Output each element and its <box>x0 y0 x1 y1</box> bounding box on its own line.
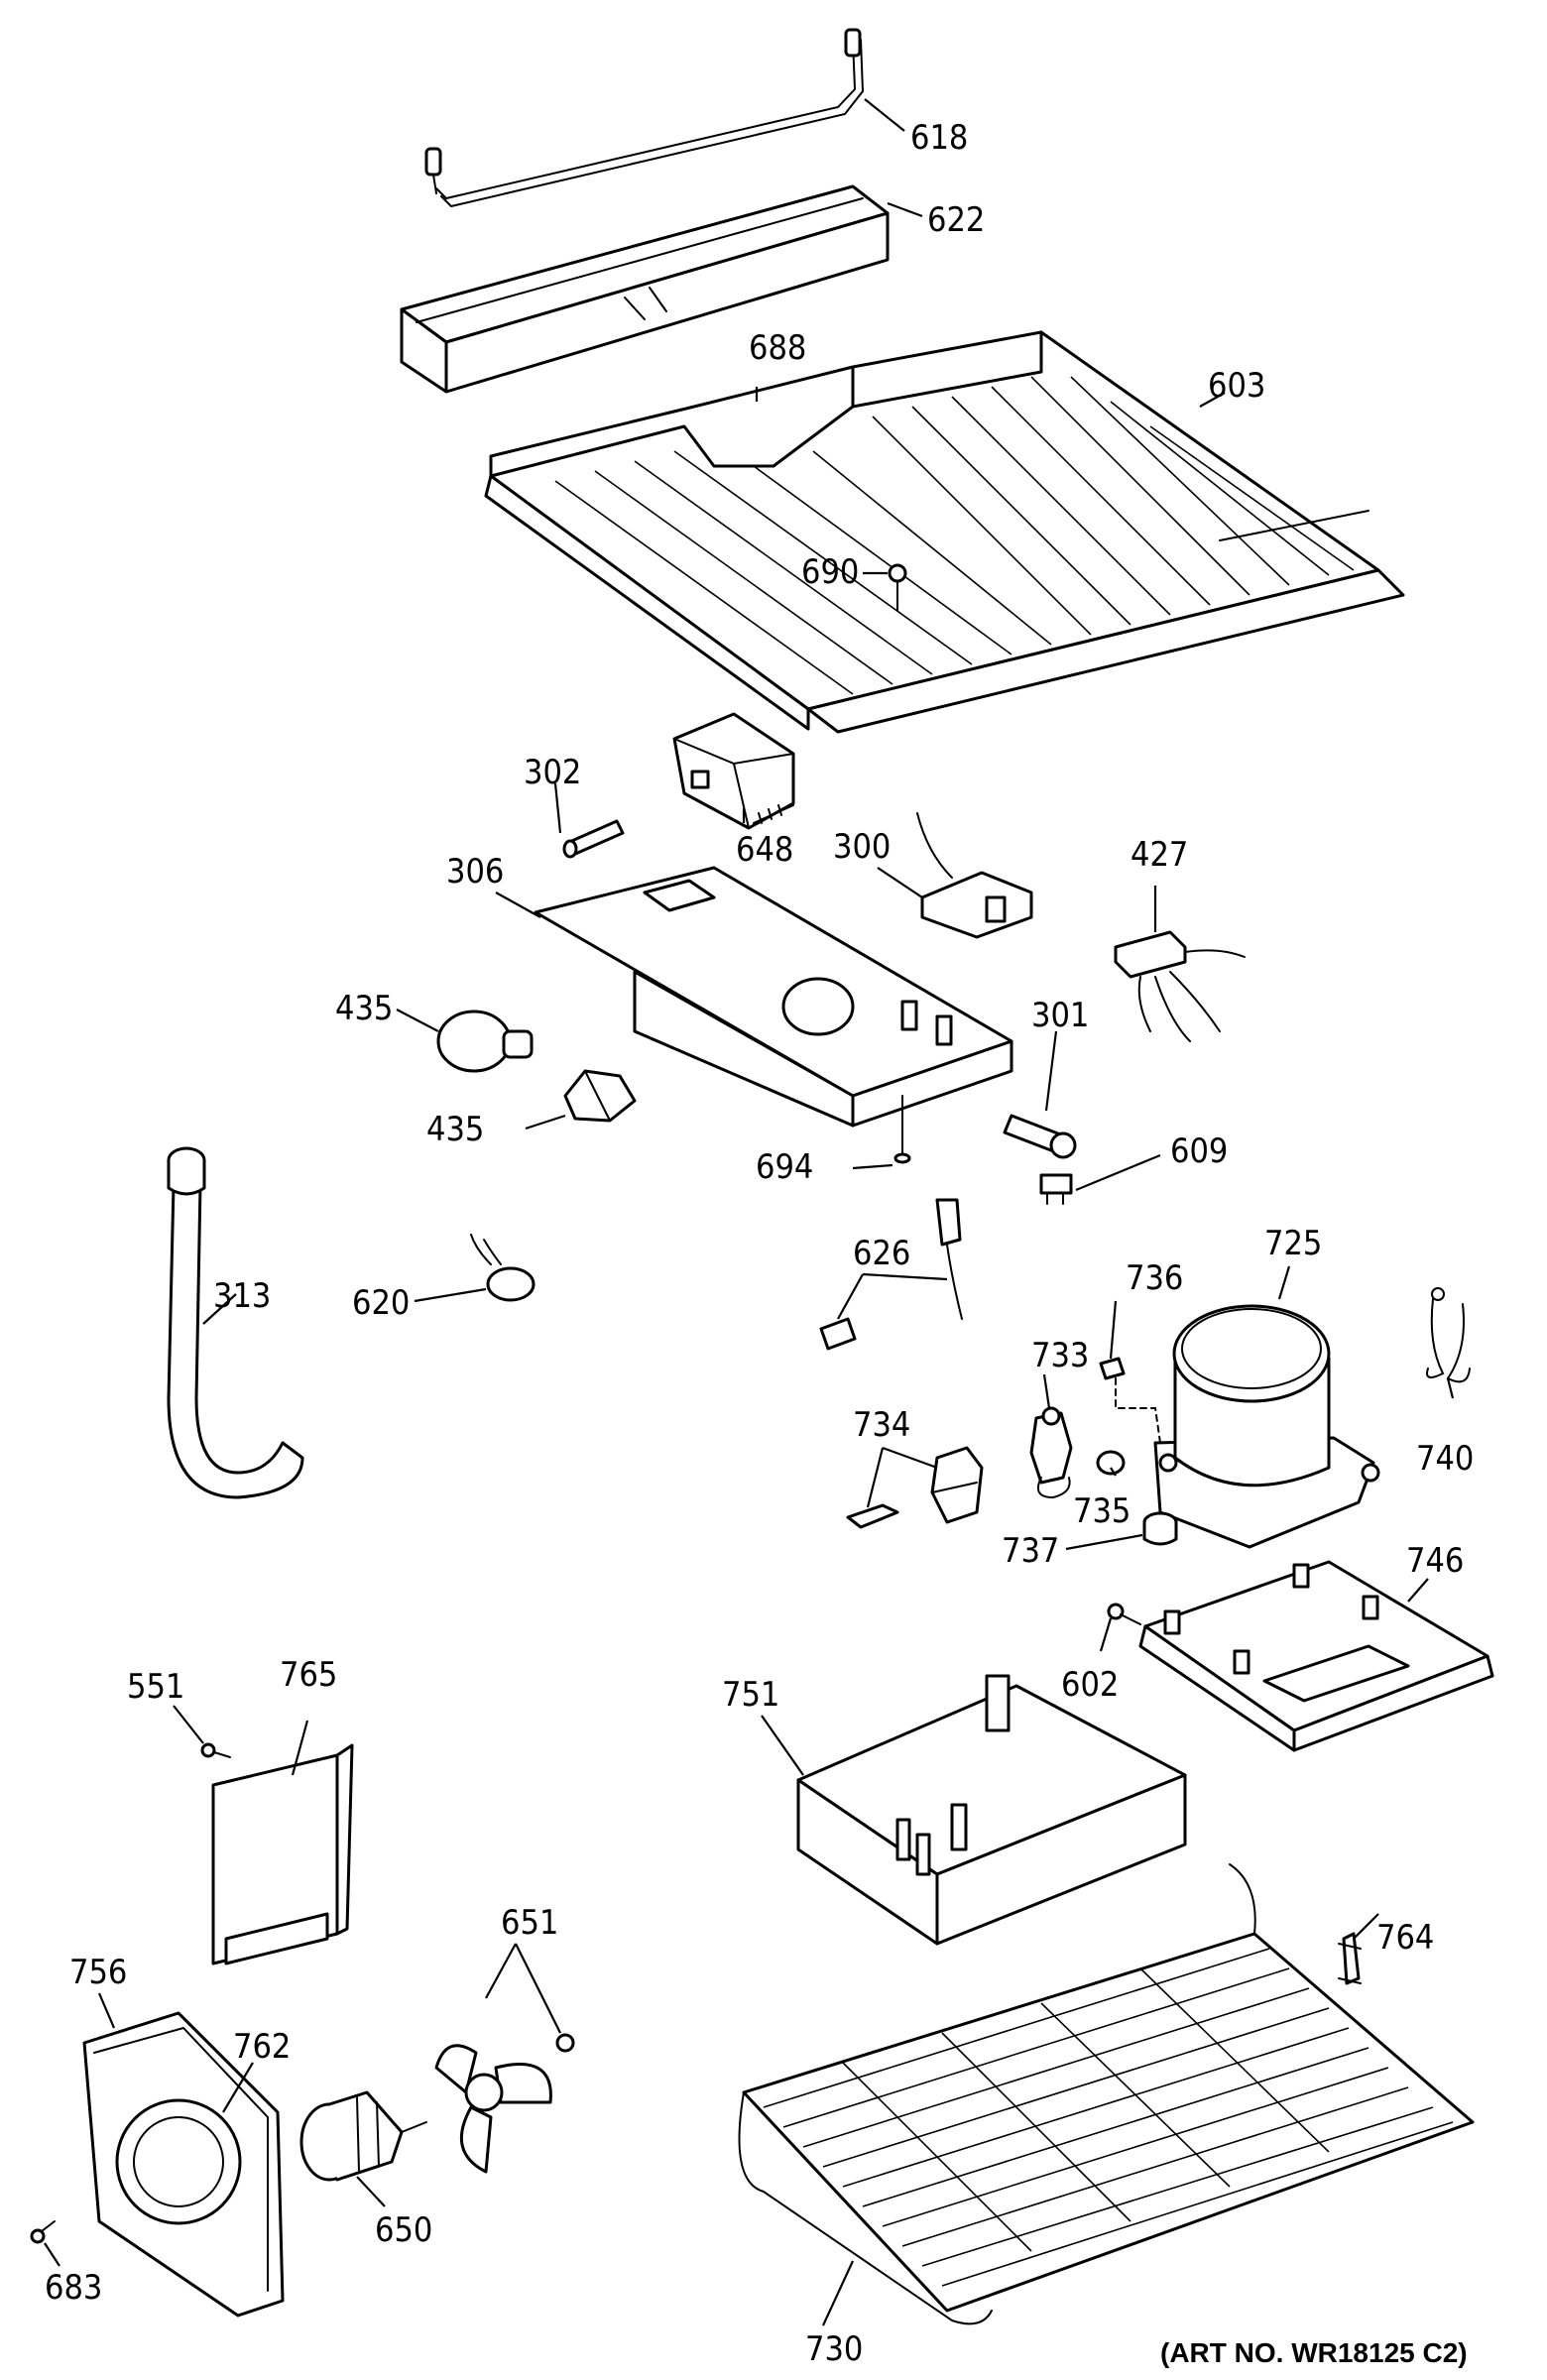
callout-302: 302 <box>524 753 581 792</box>
callout-688: 688 <box>749 328 806 368</box>
part-765-panel <box>211 1743 354 1965</box>
part-435-light-bulb <box>436 1010 534 1073</box>
part-734-overload <box>846 1446 984 1529</box>
callout-737: 737 <box>1002 1531 1059 1571</box>
callout-551: 551 <box>127 1667 184 1707</box>
callout-300: 300 <box>833 827 891 867</box>
part-306-control-housing <box>534 866 1013 1128</box>
callout-756: 756 <box>69 1953 127 1992</box>
callout-618: 618 <box>910 118 968 158</box>
part-690-screw <box>888 563 907 611</box>
part-736-part <box>1099 1357 1161 1444</box>
callout-730: 730 <box>805 2329 863 2369</box>
part-730-condenser <box>738 1863 1475 2325</box>
callout-651: 651 <box>501 1903 558 1943</box>
part-737-grommet <box>1142 1511 1178 1546</box>
callout-603: 603 <box>1208 366 1265 406</box>
art-number: (ART NO. WR18125 C2) <box>1160 2337 1468 2368</box>
part-751-drain-pan <box>796 1674 1187 1946</box>
part-746-mounting-plate <box>1138 1560 1494 1752</box>
part-302-pin <box>562 819 625 859</box>
callout-435-socket: 435 <box>426 1110 484 1149</box>
part-740-hooks <box>1426 1287 1471 1383</box>
callout-740: 740 <box>1416 1439 1474 1479</box>
callout-751: 751 <box>722 1675 779 1715</box>
callout-734: 734 <box>853 1405 910 1445</box>
part-735-cap <box>1096 1450 1126 1476</box>
part-651-fan-blade <box>434 2033 575 2174</box>
part-622-channel <box>400 184 890 394</box>
part-435-light-socket <box>563 1069 637 1123</box>
part-427-wire-harness <box>1114 930 1246 1042</box>
part-300-switch <box>916 812 1033 939</box>
callout-683: 683 <box>45 2268 102 2308</box>
callout-313: 313 <box>213 1276 271 1316</box>
part-609-switch <box>1039 1173 1073 1205</box>
callout-626: 626 <box>853 1234 910 1273</box>
callout-735: 735 <box>1073 1491 1130 1531</box>
part-618-tube <box>424 28 865 208</box>
part-620-part <box>470 1234 536 1302</box>
part-313-drain-tube <box>167 1146 304 1499</box>
callout-764: 764 <box>1376 1918 1434 1958</box>
part-725-compressor <box>1153 1304 1380 1549</box>
callout-622: 622 <box>927 200 985 240</box>
part-683-screw <box>30 2220 56 2244</box>
part-764-clip <box>1338 1932 1362 1985</box>
callout-736: 736 <box>1126 1258 1183 1298</box>
part-301-part <box>1003 1114 1077 1159</box>
part-602-screw <box>1107 1603 1141 1625</box>
callout-435-bulb: 435 <box>335 989 393 1028</box>
callout-427: 427 <box>1130 835 1188 875</box>
part-733-relay <box>1029 1406 1073 1499</box>
part-626-cord <box>819 1198 963 1351</box>
callout-762: 762 <box>233 2027 291 2067</box>
callout-301: 301 <box>1031 996 1089 1035</box>
callout-694: 694 <box>756 1147 813 1187</box>
leader-lines <box>44 98 1455 2326</box>
callout-746: 746 <box>1406 1541 1464 1581</box>
callout-725: 725 <box>1264 1224 1322 1263</box>
callout-602: 602 <box>1061 1665 1119 1705</box>
callout-609: 609 <box>1170 1131 1228 1171</box>
callout-labels: 618 622 688 603 690 302 648 300 427 306 … <box>45 118 1474 2369</box>
callout-306: 306 <box>446 852 504 892</box>
callout-648: 648 <box>736 830 793 870</box>
part-551-screw <box>200 1742 231 1758</box>
callout-733: 733 <box>1031 1336 1089 1375</box>
part-648-defrost-timer <box>672 712 795 830</box>
part-603-cover <box>484 330 1405 734</box>
callout-765: 765 <box>280 1655 337 1695</box>
part-650-fan-motor <box>299 2090 427 2182</box>
part-756-fan-shroud <box>82 2011 285 2318</box>
part-694-screw <box>893 1095 911 1164</box>
callout-650: 650 <box>375 2210 432 2250</box>
callout-690: 690 <box>801 552 859 592</box>
callout-620: 620 <box>352 1283 410 1323</box>
